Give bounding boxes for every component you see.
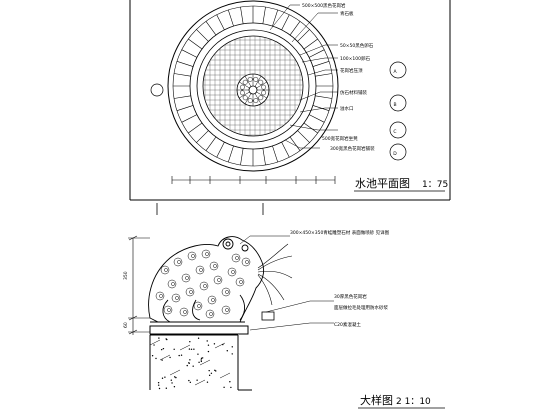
section-marker-c-label: C (393, 129, 396, 135)
callout-label-4: 100×100卵石 (340, 55, 370, 62)
plan-callout-labels: 500×500黑色花岗岩 青石板 50×50黑色卵石 100×100卵石 花岗岩… (302, 2, 397, 157)
detail-note-bottom: C20素混凝土 (334, 321, 361, 328)
section-marker-d (389, 143, 407, 161)
paving-radials (173, 6, 333, 166)
concrete-stipple (151, 337, 233, 390)
callout-label-7: 溢水口 (340, 105, 354, 112)
callout-label-9: 500宽花岗岩坐凳 (322, 135, 358, 142)
rosette-pattern (237, 74, 269, 106)
callout-label-8: 300宽黑色花岗岩铺装 (330, 145, 375, 152)
detail-title: 大样图 (360, 393, 393, 407)
detail-dim-height: 350 (123, 271, 129, 280)
detail-structure (149, 321, 252, 391)
section-marker-b-label: B (393, 102, 396, 108)
water-jet-block (261, 311, 275, 321)
frog-whiskers (257, 243, 293, 306)
callout-label-2: 青石板 (340, 10, 354, 17)
plan-dimension-line (171, 176, 336, 184)
center-hub (248, 85, 258, 95)
callout-label-3: 50×50黑色卵石 (340, 42, 374, 49)
ground-hatch (149, 339, 231, 386)
callout-label-1: 500×500黑色花岗岩 (302, 2, 346, 9)
detail-dim-base: 60 (123, 322, 129, 328)
detail-scale: 2 1：10 (396, 397, 431, 407)
pool-water-edge (202, 35, 304, 137)
callout-label-5: 花岗岩压顶 (340, 67, 363, 74)
section-marker-a-label: A (393, 69, 397, 75)
pool-inner-ring (196, 29, 310, 143)
section-marker-left (150, 83, 164, 97)
detail-view (128, 235, 334, 391)
plan-view (129, 0, 451, 215)
callout-label-6: 仿石材料铺装 (340, 89, 367, 96)
detail-note-mid-2: 面层做拉毛处理用防水砂浆 (334, 304, 388, 311)
detail-note-top: 300×450×350青蛙雕塑石材 表面做喷砂 见详图 (290, 229, 390, 236)
section-marker-a (389, 61, 407, 79)
pool-outer-ring (167, 0, 339, 172)
detail-note-mid-1: 30厚黑色花岗岩 (334, 293, 367, 300)
detail-dimension (128, 235, 150, 335)
plan-title: 水池平面图 (355, 177, 410, 190)
frog-texture (155, 249, 251, 319)
section-marker-b (389, 94, 407, 112)
frog-sculpture (148, 236, 265, 323)
plan-scale: 1：75 (422, 180, 448, 190)
section-marker-c (389, 121, 407, 139)
section-marker-d-label: D (393, 151, 397, 157)
detail-leaders (239, 235, 334, 331)
callout-leaders (269, 4, 338, 149)
